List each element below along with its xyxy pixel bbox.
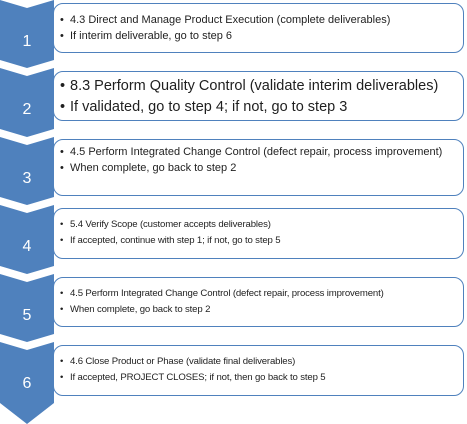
step-6-bullet-2: If accepted, PROJECT CLOSES; if not, the… bbox=[60, 371, 455, 384]
step-2-box: 8.3 Perform Quality Control (validate in… bbox=[53, 71, 464, 121]
step-1-chevron bbox=[0, 0, 54, 68]
step-1-bullet-2: If interim deliverable, go to step 6 bbox=[60, 29, 455, 43]
step-6-list: 4.6 Close Product or Phase (validate fin… bbox=[60, 355, 455, 384]
step-5-bullet-2: When complete, go back to step 2 bbox=[60, 303, 455, 316]
step-3-chevron bbox=[0, 137, 54, 205]
step-2-number: 2 bbox=[22, 101, 32, 118]
step-5-number: 5 bbox=[22, 307, 32, 324]
step-1-box: 4.3 Direct and Manage Product Execution … bbox=[53, 3, 464, 53]
step-4-bullet-2: If accepted, continue with step 1; if no… bbox=[60, 234, 455, 247]
step-1-list: 4.3 Direct and Manage Product Execution … bbox=[60, 13, 455, 43]
step-5-chevron bbox=[0, 274, 54, 342]
step-3-bullet-1: 4.5 Perform Integrated Change Control (d… bbox=[60, 145, 455, 159]
step-4-bullet-1: 5.4 Verify Scope (customer accepts deliv… bbox=[60, 218, 455, 231]
step-6-bullet-1: 4.6 Close Product or Phase (validate fin… bbox=[60, 355, 455, 368]
step-6-chevron bbox=[0, 342, 54, 424]
step-6-box: 4.6 Close Product or Phase (validate fin… bbox=[53, 345, 464, 396]
step-4-box: 5.4 Verify Scope (customer accepts deliv… bbox=[53, 208, 464, 259]
step-1-bullet-1: 4.3 Direct and Manage Product Execution … bbox=[60, 13, 455, 27]
step-4-number: 4 bbox=[22, 238, 32, 255]
step-2-bullet-2: If validated, go to step 4; if not, go t… bbox=[60, 98, 455, 116]
step-3-list: 4.5 Perform Integrated Change Control (d… bbox=[60, 145, 455, 175]
step-2-list: 8.3 Perform Quality Control (validate in… bbox=[60, 77, 455, 116]
step-4-list: 5.4 Verify Scope (customer accepts deliv… bbox=[60, 218, 455, 247]
step-5-box: 4.5 Perform Integrated Change Control (d… bbox=[53, 277, 464, 327]
step-2-bullet-1: 8.3 Perform Quality Control (validate in… bbox=[60, 77, 455, 95]
step-3-bullet-2: When complete, go back to step 2 bbox=[60, 161, 455, 175]
step-2-chevron bbox=[0, 68, 54, 137]
step-1-number: 1 bbox=[22, 33, 32, 50]
step-4-chevron bbox=[0, 205, 54, 274]
step-5-bullet-1: 4.5 Perform Integrated Change Control (d… bbox=[60, 287, 455, 300]
step-3-box: 4.5 Perform Integrated Change Control (d… bbox=[53, 139, 464, 196]
step-6-number: 6 bbox=[22, 375, 32, 392]
step-5-list: 4.5 Perform Integrated Change Control (d… bbox=[60, 287, 455, 316]
step-3-number: 3 bbox=[22, 170, 32, 187]
